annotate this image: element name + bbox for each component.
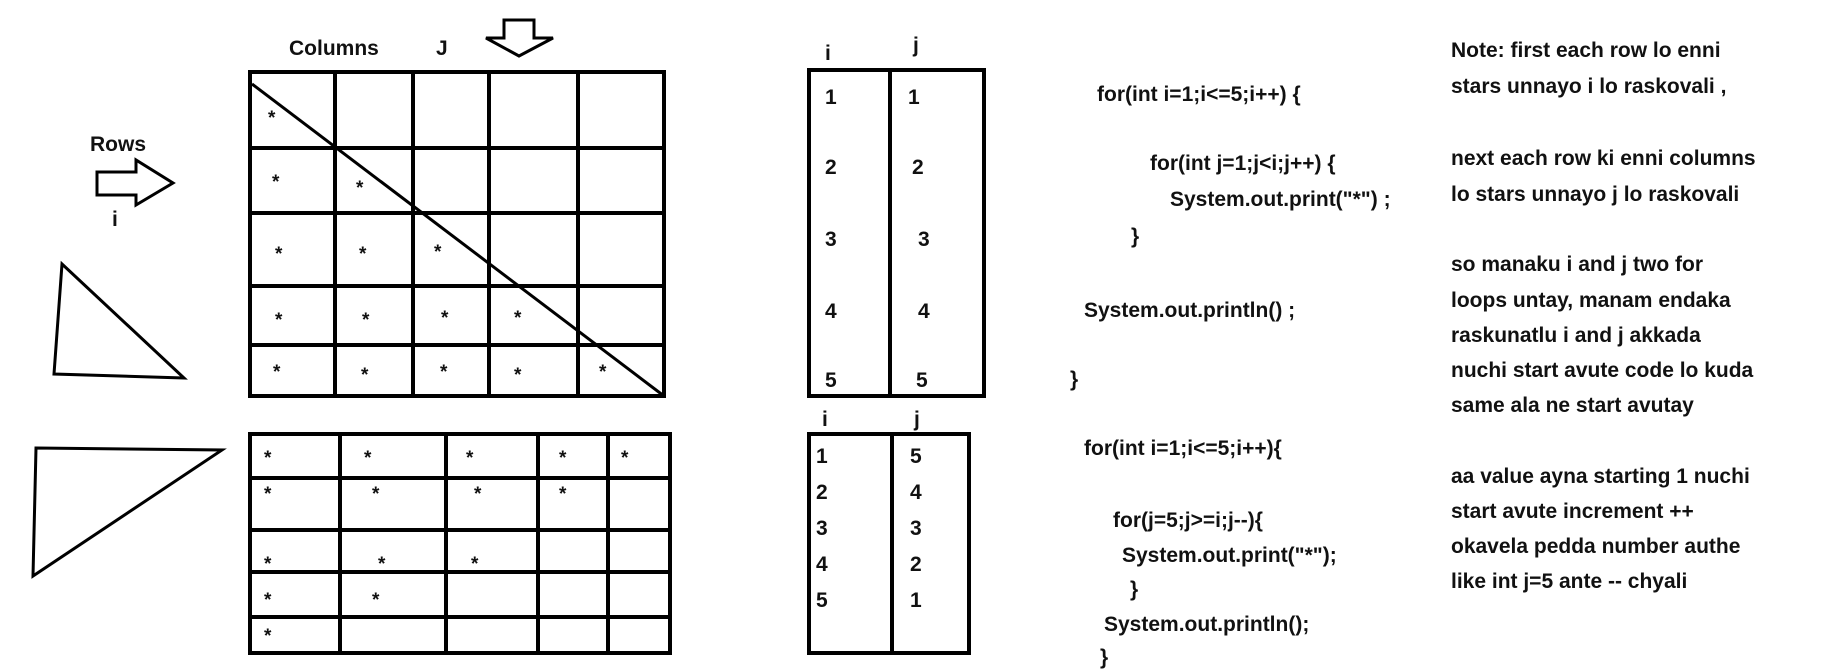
star-r4-c1: * — [275, 310, 283, 331]
star-r3-c2: * — [359, 244, 367, 265]
star-r3-c1: * — [275, 244, 283, 265]
star-b1-c1: * — [264, 448, 272, 469]
note-line-7: raskunatlu i and j akkada — [1451, 324, 1701, 347]
star-r2-c1: * — [272, 172, 280, 193]
note-line-5: so manaku i and j two for — [1451, 253, 1704, 276]
bottom-table-j-1: 5 — [910, 445, 922, 468]
triangle-upper-left-icon — [31, 446, 227, 579]
i-row-label: i — [112, 208, 118, 231]
j-column-label: J — [436, 37, 448, 60]
star-r4-c2: * — [362, 310, 370, 331]
bottom-table-j-5: 1 — [910, 589, 922, 612]
bottom-table-i-4: 4 — [816, 553, 828, 576]
code-bottom-inner-for: for(j=5;j>=i;j--){ — [1113, 509, 1263, 532]
star-b2-c2: * — [372, 484, 380, 505]
star-r1-c1: * — [268, 108, 276, 129]
star-b5-c1: * — [264, 626, 272, 647]
star-b1-c4: * — [559, 448, 567, 469]
bottom-table-j-4: 2 — [910, 553, 922, 576]
top-table-i-3: 3 — [825, 228, 837, 251]
note-line-6: loops untay, manam endaka — [1451, 289, 1731, 312]
star-r5-c4: * — [514, 365, 522, 386]
star-r5-c5: * — [599, 362, 607, 383]
code-top-print: System.out.print("*") ; — [1170, 188, 1391, 211]
code-top-outer-for: for(int i=1;i<=5;i++) { — [1097, 83, 1301, 106]
rows-label: Rows — [90, 133, 147, 156]
top-table-i-header: i — [825, 42, 831, 65]
top-grid — [248, 70, 666, 398]
bottom-table-i-1: 1 — [816, 445, 828, 468]
columns-label: Columns — [289, 37, 379, 60]
note-line-8: nuchi start avute code lo kuda — [1451, 359, 1754, 382]
code-bottom-outer-for: for(int i=1;i<=5;i++){ — [1084, 437, 1282, 460]
star-r3-c3: * — [434, 242, 442, 263]
bottom-table-j-header: j — [914, 408, 920, 431]
top-table-j-3: 3 — [918, 228, 930, 251]
top-table-i-1: 1 — [825, 86, 837, 109]
star-b4-c1: * — [264, 590, 272, 611]
triangle-lower-left-icon — [52, 260, 188, 380]
bottom-table-i-header: i — [822, 408, 828, 431]
note-line-9: same ala ne start avutay — [1451, 394, 1694, 417]
note-line-1: Note: first each row lo enni — [1451, 39, 1721, 62]
star-r5-c1: * — [273, 362, 281, 383]
bottom-table-j-2: 4 — [910, 481, 922, 504]
right-arrow-icon — [95, 157, 176, 208]
bottom-table-i-2: 2 — [816, 481, 828, 504]
star-b3-c1: * — [264, 554, 272, 575]
star-r4-c4: * — [514, 308, 522, 329]
code-top-inner-close: } — [1131, 225, 1140, 248]
bottom-table-i-3: 3 — [816, 517, 828, 540]
bottom-grid — [248, 432, 672, 655]
top-table-j-4: 4 — [918, 300, 930, 323]
diagonal-line — [251, 82, 665, 398]
note-line-13: like int j=5 ante -- chyali — [1451, 570, 1688, 593]
code-top-println: System.out.println() ; — [1084, 299, 1296, 322]
star-b2-c1: * — [264, 484, 272, 505]
code-top-inner-for: for(int j=1;j<i;j++) { — [1150, 152, 1336, 175]
bottom-ij-table — [807, 432, 971, 655]
code-bottom-print: System.out.print("*"); — [1122, 544, 1337, 567]
top-table-i-5: 5 — [825, 369, 837, 392]
star-b1-c5: * — [621, 448, 629, 469]
note-line-11: start avute increment ++ — [1451, 500, 1694, 523]
code-top-outer-close: } — [1070, 368, 1079, 391]
star-b1-c3: * — [466, 448, 474, 469]
top-table-i-4: 4 — [825, 300, 837, 323]
star-b1-c2: * — [364, 448, 372, 469]
top-table-j-1: 1 — [908, 86, 920, 109]
top-table-i-2: 2 — [825, 156, 837, 179]
note-line-4: lo stars unnayo j lo raskovali — [1451, 183, 1740, 206]
star-r5-c3: * — [440, 362, 448, 383]
star-r2-c2: * — [356, 178, 364, 199]
top-table-j-header: j — [913, 34, 919, 57]
star-b2-c3: * — [474, 484, 482, 505]
star-b3-c3: * — [471, 554, 479, 575]
bottom-table-j-3: 3 — [910, 517, 922, 540]
note-line-2: stars unnayo i lo raskovali , — [1451, 75, 1727, 98]
bottom-table-i-5: 5 — [816, 589, 828, 612]
star-b4-c2: * — [372, 590, 380, 611]
code-bottom-println: System.out.println(); — [1104, 613, 1310, 636]
top-table-j-2: 2 — [912, 156, 924, 179]
code-bottom-outer-close: } — [1100, 646, 1109, 669]
note-line-3: next each row ki enni columns — [1451, 147, 1756, 170]
note-line-12: okavela pedda number authe — [1451, 535, 1741, 558]
star-b2-c4: * — [559, 484, 567, 505]
top-ij-table — [807, 68, 986, 398]
star-r4-c3: * — [441, 308, 449, 329]
note-line-10: aa value ayna starting 1 nuchi — [1451, 465, 1750, 488]
star-r5-c2: * — [361, 365, 369, 386]
top-table-j-5: 5 — [916, 369, 928, 392]
down-arrow-icon — [485, 18, 554, 58]
star-b3-c2: * — [378, 554, 386, 575]
code-bottom-inner-close: } — [1130, 578, 1139, 601]
